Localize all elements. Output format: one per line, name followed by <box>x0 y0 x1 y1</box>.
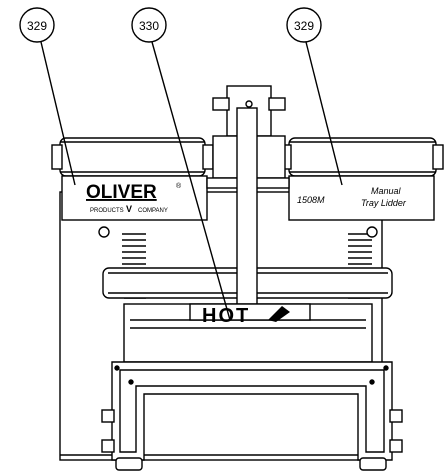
brand-subtitle-right: COMPANY <box>138 208 168 214</box>
callout-329-right-text: 329 <box>294 19 314 33</box>
right-roller <box>288 137 437 177</box>
callout-330-text: 330 <box>139 19 159 33</box>
callout-330 <box>131 7 167 43</box>
callout-329-right <box>286 7 322 43</box>
brand-name: OLIVER <box>86 182 157 203</box>
callout-329-left-text: 329 <box>27 19 47 33</box>
warning-hand-icon <box>268 306 290 322</box>
product-line2: Tray Lidder <box>361 198 407 208</box>
model-number: 1508M <box>297 195 325 205</box>
brand-mark-v: V <box>126 204 132 214</box>
brand-subtitle-left: PRODUCTS <box>90 208 124 214</box>
hot-sign-text: HOT <box>202 305 250 327</box>
product-line1: Manual <box>371 186 402 196</box>
callout-329-left <box>19 7 55 43</box>
right-foot <box>359 457 387 471</box>
left-roller <box>59 137 206 177</box>
brand-registered: ® <box>176 182 182 190</box>
left-foot <box>115 457 143 471</box>
center-shaft <box>236 107 258 309</box>
